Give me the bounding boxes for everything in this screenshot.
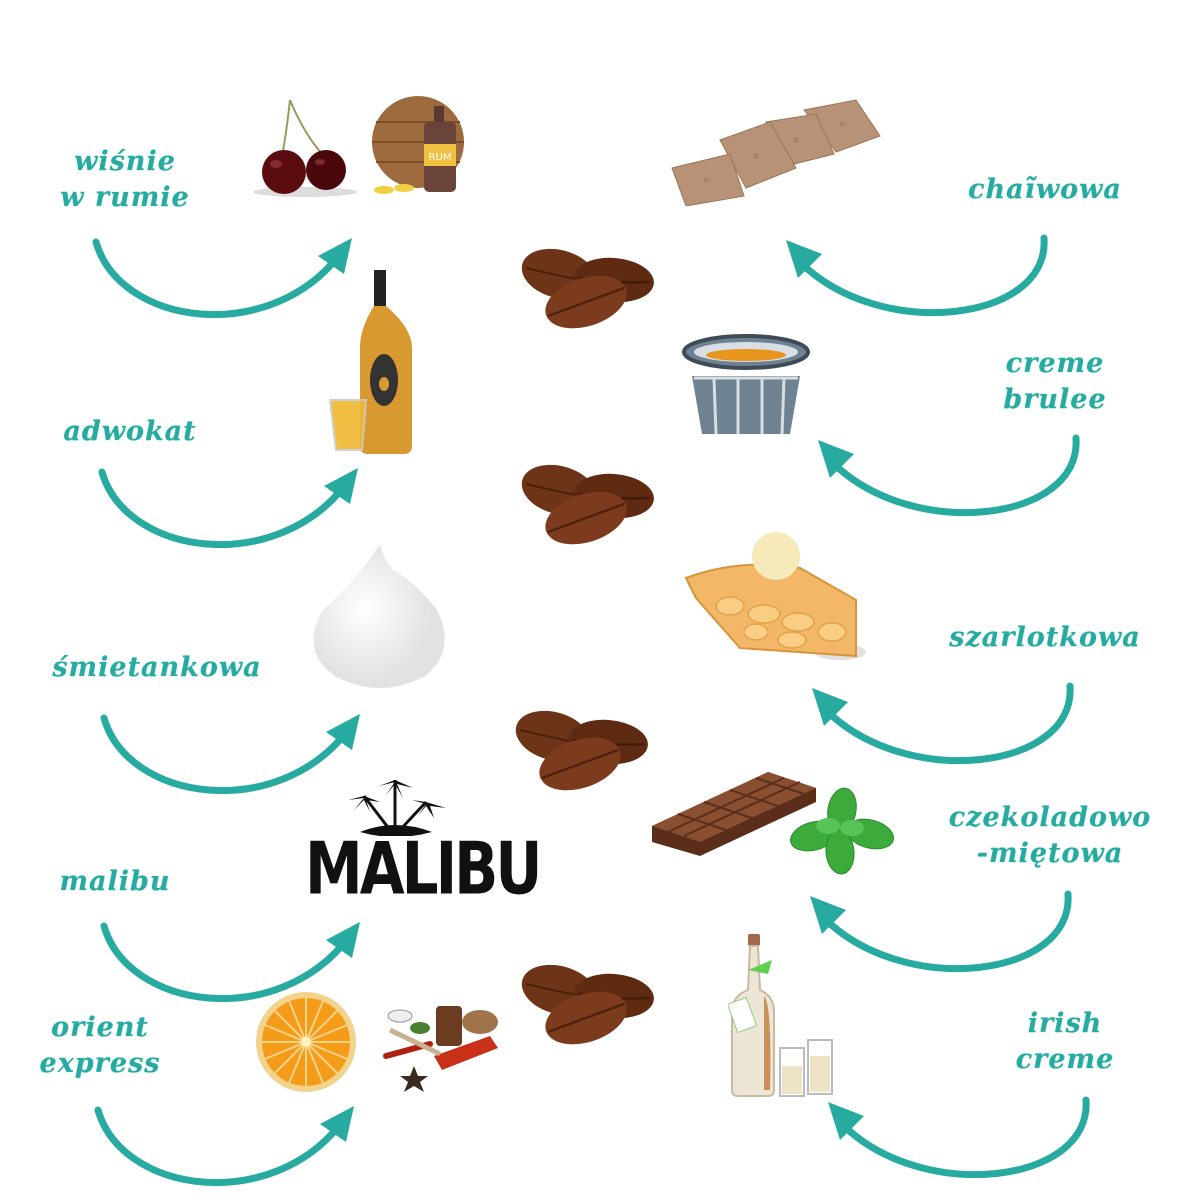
- flavor-label-adwokat: adwokat: [30, 414, 230, 450]
- label-line: -miętowa: [976, 838, 1124, 869]
- flavor-label-szarlotkowa: szarlotkowa: [905, 620, 1185, 656]
- liqueur-bottle-icon: [328, 270, 412, 454]
- flavor-label-smietankowa: śmietankowa: [12, 650, 302, 686]
- coffee-beans-icon: [508, 704, 652, 799]
- arrow-left-icon: [804, 888, 1084, 978]
- flavor-label-creme-brulee: creme brulee: [970, 346, 1140, 418]
- flavor-label-chalwowa: chaĩwowa: [930, 172, 1160, 208]
- arrow-left-icon: [822, 1094, 1102, 1184]
- label-line: w rumie: [60, 182, 190, 213]
- label-line: irish: [1027, 1008, 1103, 1039]
- flavor-label-malibu: malibu: [30, 864, 200, 900]
- label-line: śmietankowa: [52, 652, 262, 683]
- flavor-label-czekoladowo-mietowa: czekoladowo -miętowa: [905, 800, 1195, 872]
- orange-slice-icon: [256, 992, 356, 1092]
- arrow-right-icon: [90, 236, 360, 326]
- label-line: brulee: [1003, 384, 1107, 415]
- label-line: wiśnie: [74, 146, 176, 177]
- label-line: malibu: [59, 866, 171, 897]
- whipped-cream-icon: [313, 544, 445, 688]
- malibu-logo: MALIBU: [305, 825, 542, 911]
- arrow-left-icon: [780, 232, 1060, 322]
- arrow-left-icon: [806, 680, 1086, 770]
- apple-pie-icon: [684, 532, 866, 660]
- label-line: chaĩwowa: [968, 174, 1122, 205]
- arrow-right-icon: [92, 1104, 362, 1194]
- rum-barrel-icon: RUM: [372, 96, 464, 194]
- palm-trees-icon: [348, 780, 446, 836]
- cherries-icon: [253, 99, 357, 197]
- flavor-label-irish-creme: irish creme: [980, 1006, 1150, 1078]
- arrow-right-icon: [98, 712, 368, 802]
- label-line: adwokat: [63, 416, 197, 447]
- flavor-label-wisnie-w-rumie: wiśnie w rumie: [40, 144, 210, 216]
- label-line: express: [39, 1048, 161, 1079]
- halva-icon: [671, 99, 881, 206]
- label-line: szarlotkowa: [949, 622, 1141, 653]
- coffee-beans-icon: [514, 958, 658, 1053]
- irish-cream-bottle-icon: [728, 934, 833, 1097]
- label-line: creme: [1015, 1044, 1115, 1075]
- spices-icon: [383, 1006, 498, 1092]
- coffee-beans-icon: [514, 242, 658, 337]
- coffee-beans-icon: [514, 458, 658, 553]
- ramekin-icon: [682, 334, 810, 435]
- chocolate-bar-icon: [652, 772, 816, 856]
- mint-leaf-icon: [790, 787, 894, 875]
- arrow-left-icon: [812, 432, 1092, 522]
- label-line: creme: [1005, 348, 1105, 379]
- label-line: czekoladowo: [948, 802, 1152, 833]
- svg-text:RUM: RUM: [429, 152, 452, 163]
- flavor-label-orient-express: orient express: [10, 1010, 190, 1082]
- label-line: orient: [51, 1012, 149, 1043]
